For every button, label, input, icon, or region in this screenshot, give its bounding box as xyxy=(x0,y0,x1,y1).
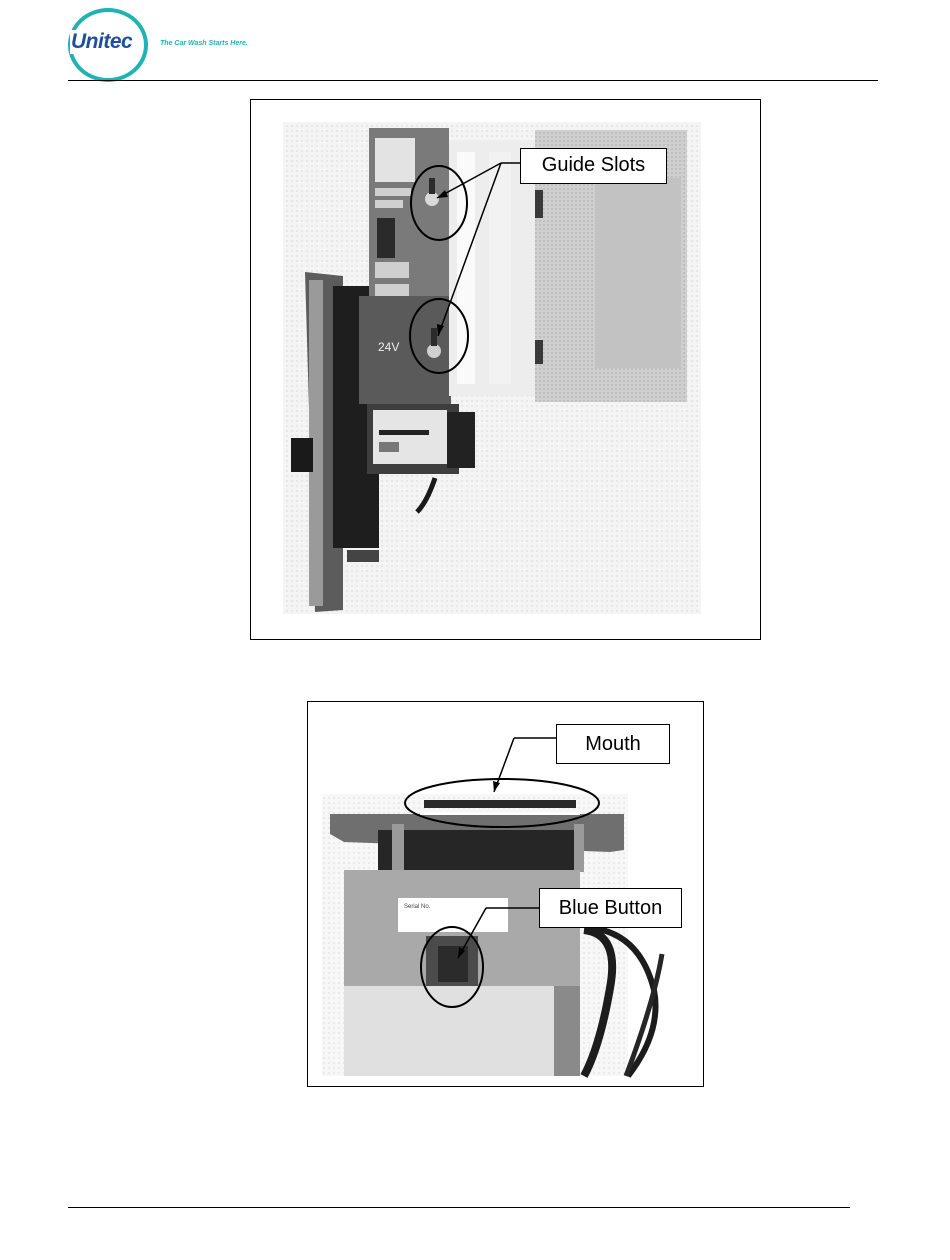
figure-mouth-blue-button: Serial No. Mouth Blue Button xyxy=(307,701,704,1087)
figure-guide-slots: 24V Guide Slots xyxy=(250,99,761,640)
callout-guide-slots: Guide Slots xyxy=(520,148,667,184)
logo-text: Unitec xyxy=(70,30,133,54)
tagline: The Car Wash Starts Here. xyxy=(160,40,248,47)
footer-divider xyxy=(68,1207,850,1208)
unitec-logo: Unitec xyxy=(68,8,152,81)
bill-validator-side-photo: 24V xyxy=(251,100,760,639)
voltage-label: 24V xyxy=(378,340,399,354)
header-divider xyxy=(68,80,878,81)
serial-label: Serial No. xyxy=(404,904,431,910)
callout-mouth: Mouth xyxy=(556,724,670,764)
callout-blue-button: Blue Button xyxy=(539,888,682,928)
